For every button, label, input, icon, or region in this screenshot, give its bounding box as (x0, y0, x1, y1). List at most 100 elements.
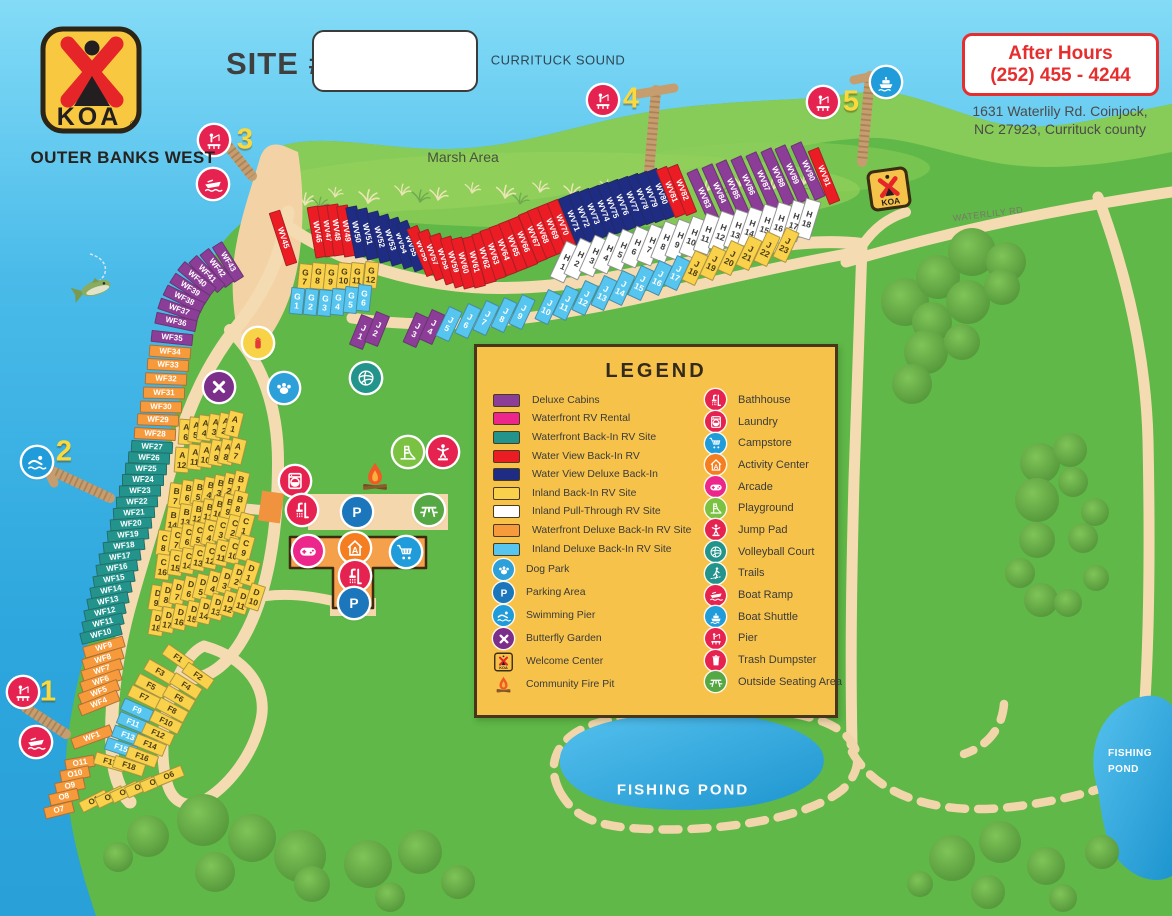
parking-icon: P (349, 596, 358, 611)
legend-title: LEGEND (605, 360, 707, 382)
trash-icon (711, 655, 720, 666)
marsh-area-label: Marsh Area (427, 149, 499, 165)
svg-text:A: A (713, 464, 718, 471)
walker-icon (710, 567, 721, 580)
campstore-map-icon (391, 537, 421, 567)
swim-map-icon (22, 447, 52, 477)
butterfly-icon (499, 634, 508, 644)
svg-text:P: P (500, 589, 507, 600)
koa-icon: KOA (494, 652, 513, 672)
after-hours-phone: (252) 455 - 4244 (990, 64, 1131, 86)
koa-logo-text: KOA (57, 103, 122, 131)
picnic-icon (420, 506, 438, 518)
swim-icon (27, 455, 47, 470)
firepit-icon (363, 462, 387, 490)
pier-icon (816, 95, 830, 111)
fishing-pond-right (1093, 695, 1172, 880)
bathhouse-map-icon (340, 561, 370, 591)
ferry-icon (878, 76, 893, 92)
pier-icon (596, 93, 610, 109)
pier-map-icon (808, 87, 838, 117)
propane-map-icon (243, 328, 273, 358)
paw-icon (498, 566, 509, 575)
pier-icon (16, 685, 30, 701)
house-icon: A (710, 459, 721, 471)
legend-item-playground: Playground (705, 497, 842, 519)
svg-text:KOA: KOA (881, 195, 901, 208)
koa-logo: KOA ® (40, 26, 142, 138)
house-icon: A (347, 539, 363, 556)
legend-item-wr: Waterfront RV Rental (493, 410, 691, 429)
koa-icon: KOA (866, 166, 912, 212)
legend-item-wb: Waterfront Back-In RV Site (493, 428, 691, 447)
boatramp-map-icon (198, 169, 228, 199)
site-number-box (312, 30, 478, 92)
fishing-pond-main (559, 712, 824, 810)
after-hours-card: After Hours (252) 455 - 4244 (962, 33, 1159, 96)
fishing-pond-right-label: FISHING POND (1108, 748, 1153, 775)
legend-item-arcade: Arcade (705, 476, 842, 498)
map-marker-3: 3 (236, 123, 254, 156)
map-marker-5: 5 (842, 85, 860, 118)
legend-item-ip: Inland Pull-Through RV Site (493, 503, 691, 522)
parking-map-icon: P (339, 588, 369, 618)
gamepad-icon (300, 547, 316, 556)
after-hours-title: After Hours (1008, 42, 1113, 64)
park-name: OUTER BANKS WEST (30, 148, 216, 167)
shuttle-map-icon (871, 67, 901, 97)
legend-item-volleyball: Volleyball Court (705, 541, 842, 563)
shower-icon (296, 502, 309, 519)
bathhouse-map-icon (287, 495, 317, 525)
currituck-sound-label: CURRITUCK SOUND (490, 52, 626, 68)
site-number-label: SITE # (226, 46, 327, 81)
legend-item-idb: Inland Deluxe Back-In RV Site (493, 540, 691, 559)
pier-map-icon (199, 125, 229, 155)
svg-text:KOA: KOA (499, 666, 508, 670)
parking-icon: P (352, 505, 361, 520)
butterfly-map-icon (204, 372, 234, 402)
picnic-icon (709, 679, 722, 687)
trails-dashed (549, 699, 1107, 834)
legend-swatch (493, 412, 520, 426)
jumper-icon (711, 524, 720, 537)
pier-map-icon (8, 677, 38, 707)
boat-icon (709, 591, 723, 601)
cart-icon (708, 438, 720, 449)
trees (103, 228, 1119, 912)
legend-item-bathhouse: Bathhouse (705, 389, 842, 411)
svg-text:P: P (352, 505, 361, 520)
shower-icon (349, 568, 362, 585)
legend-swatch (493, 393, 520, 407)
seating-map-icon (414, 495, 444, 525)
slide-icon (709, 503, 722, 514)
swim-icon (496, 611, 511, 622)
fish-illustration (70, 253, 111, 304)
playground-map-icon (393, 437, 423, 467)
legend-item-wdb: Waterfront Deluxe Back-In RV Site (493, 521, 691, 540)
map-marker-4: 4 (622, 82, 640, 115)
map-marker-1: 1 (39, 675, 57, 708)
butterfly-icon (212, 380, 226, 394)
volleyball-map-icon (351, 363, 381, 393)
cart-icon (397, 544, 412, 560)
legend-swatch (493, 449, 520, 463)
parking-map-icon: P (342, 497, 372, 527)
legend-item-campstore: Campstore (705, 432, 842, 454)
legend-swatch (493, 486, 520, 500)
firepit-icon (496, 676, 511, 693)
pier-icon (710, 633, 721, 645)
washer-icon (288, 472, 302, 490)
svg-text:A: A (352, 545, 359, 555)
legend-item-wv: Water View Back-In RV (493, 447, 691, 466)
arcade-map-icon (293, 536, 323, 566)
tank-icon (255, 337, 261, 349)
legend-item-dc: Deluxe Cabins (493, 391, 691, 410)
